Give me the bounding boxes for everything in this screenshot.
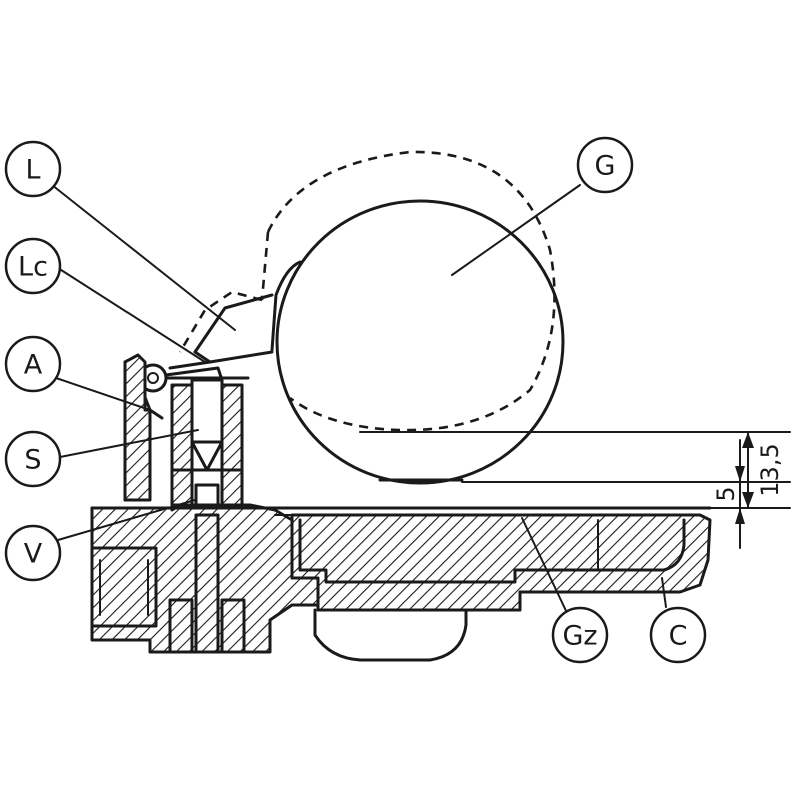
callout-V: V (4, 524, 62, 582)
needle-valve (164, 376, 250, 472)
callout-Lc-label: Lc (18, 252, 48, 283)
callout-A: A (4, 335, 62, 393)
callout-G: G (576, 136, 634, 194)
callout-G-label: G (595, 151, 616, 182)
float-dashed (178, 150, 556, 432)
callout-Gz: Gz (551, 606, 609, 664)
callout-V-label: V (24, 539, 43, 570)
callout-C: C (649, 606, 707, 664)
callout-C-label: C (669, 621, 688, 652)
float-chamber (290, 513, 712, 662)
dimension-lines (359, 431, 791, 549)
callout-Gz-label: Gz (562, 621, 597, 652)
callout-S-label: S (24, 445, 41, 476)
callout-L-label: L (25, 155, 40, 186)
valve-body (90, 503, 320, 654)
dimension-float-height: 13,5 (756, 443, 784, 496)
leader-lines (51, 184, 667, 616)
callout-Lc: Lc (4, 237, 62, 295)
callout-A-label: A (24, 350, 43, 381)
support-post (123, 353, 152, 502)
callout-L: L (4, 140, 62, 198)
dimension-gasket-gap: 5 (712, 486, 740, 501)
callout-S: S (4, 430, 62, 488)
lever-arm (168, 293, 274, 370)
float-solid (270, 199, 565, 485)
